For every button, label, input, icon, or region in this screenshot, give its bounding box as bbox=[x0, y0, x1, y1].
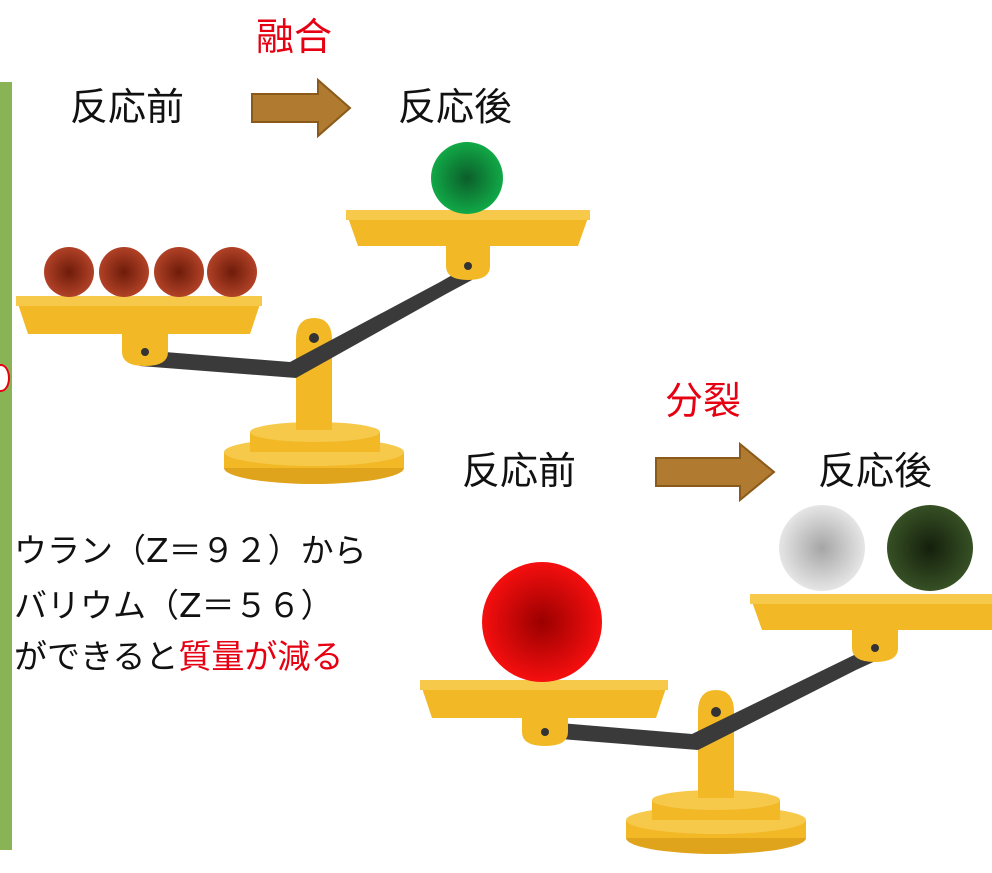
balance-scale-icon bbox=[16, 210, 590, 484]
reactant-nucleus bbox=[44, 247, 94, 297]
caption-line-1: ウラン（Z＝９２）から bbox=[14, 531, 367, 570]
reactant-nucleus bbox=[99, 247, 149, 297]
right-arrow-icon bbox=[655, 441, 776, 503]
fusion-title: 融合 bbox=[256, 15, 333, 59]
caption-line-3-prefix: ができると bbox=[14, 637, 179, 676]
balance-scale-icon bbox=[420, 594, 992, 854]
uranium-nucleus bbox=[482, 562, 602, 682]
reactant-nucleus bbox=[154, 247, 204, 297]
fission-after-label: 反応後 bbox=[818, 449, 933, 493]
caption-highlight: 質量が減る bbox=[178, 637, 344, 676]
fission-product-nucleus bbox=[887, 505, 973, 591]
reactant-nucleus bbox=[207, 247, 257, 297]
caption-line-2: バリウム（Z＝５６） bbox=[14, 586, 334, 625]
fission-title: 分裂 bbox=[665, 379, 742, 423]
right-arrow-icon bbox=[251, 77, 352, 139]
fusion-before-label: 反応前 bbox=[70, 85, 185, 129]
fusion-after-label: 反応後 bbox=[398, 85, 513, 129]
fission-before-label: 反応前 bbox=[462, 449, 577, 493]
caption-line-3: ができると質量が減る bbox=[14, 637, 343, 677]
product-nucleus bbox=[431, 142, 503, 214]
side-accent-bar bbox=[0, 82, 12, 850]
fission-product-nucleus bbox=[779, 505, 865, 591]
